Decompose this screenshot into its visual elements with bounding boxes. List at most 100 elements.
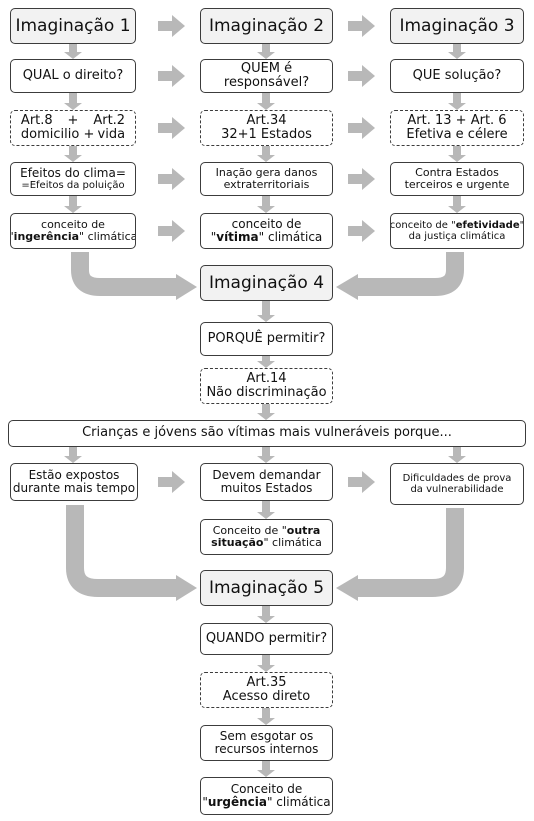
art13-art6-box: Art. 13 + Art. 6 Efetiva e célere <box>390 110 524 146</box>
flow-right-to-im4 <box>356 252 464 296</box>
conceito-ingerencia-box: conceito de "ingerência" climática <box>10 213 136 249</box>
arrow-down <box>448 146 466 162</box>
outra-situacao-line2: situação" climática <box>211 536 322 549</box>
art35-line1: Art.35 <box>246 674 287 690</box>
arrow-right <box>158 220 185 242</box>
arrow-down <box>257 93 275 110</box>
conceito-ingerencia-line1: conceito de <box>41 217 105 231</box>
quem-responsavel-line2: responsável? <box>223 75 310 90</box>
quote-close: " climática <box>258 230 323 244</box>
efetividade-prefix: conceito de " <box>390 220 456 231</box>
arrow-down <box>257 146 275 162</box>
arrow-down <box>257 404 275 420</box>
efeitos-clima-line1: Efeitos do clima= <box>20 165 126 180</box>
quote-open: " <box>202 795 208 809</box>
arrow-right <box>348 471 375 493</box>
quando-permitir-box: QUANDO permitir? <box>200 623 333 655</box>
dificuldades-prova-line1: Dificuldades de prova <box>402 473 512 484</box>
quote-close: " climática <box>266 795 331 809</box>
conceito-ingerencia-line2: "ingerência" climática <box>11 230 136 243</box>
art14-box: Art.14 Não discriminação <box>200 368 333 404</box>
inacao-danos-box: Inação gera danos extraterritoriais <box>200 162 333 196</box>
conceito-efetividade-line1: conceito de "efetividade" <box>390 220 524 231</box>
quote-close: " climática <box>79 230 136 243</box>
arrow-down <box>257 44 275 59</box>
arrow-down <box>257 447 275 463</box>
art8-art2-line2: domicilio + vida <box>20 127 126 142</box>
arrow-right <box>348 220 375 242</box>
imaginacao-2-box: Imaginação 2 <box>200 8 333 44</box>
art14-line2: Não discriminação <box>206 385 327 400</box>
imaginacao-4-box: Imaginação 4 <box>200 265 333 301</box>
que-solucao-box: QUE solução? <box>390 59 524 93</box>
conceito-efetividade-box: conceito de "efetividade" da justiça cli… <box>390 213 524 249</box>
arrow-down <box>64 93 82 110</box>
outra-situacao-line1: Conceito de "outra <box>212 523 321 537</box>
arrow-down <box>448 44 466 59</box>
flow-left-head <box>176 274 197 300</box>
imaginacao-5-box: Imaginação 5 <box>200 570 333 606</box>
art35-box: Art.35 Acesso direto <box>200 672 333 708</box>
arrow-down <box>64 146 82 162</box>
art13-art6-line1: Art. 13 + Art. 6 <box>407 112 507 128</box>
quem-responsavel-box: QUEM é responsável? <box>200 59 333 93</box>
contra-estados-line1: Contra Estados <box>415 165 499 179</box>
arrow-down <box>257 501 275 519</box>
arrow-right <box>348 168 375 190</box>
criancas-banner: Crianças e jóvens são vítimas mais vulne… <box>8 420 526 447</box>
qual-direito-box: QUAL o direito? <box>10 59 136 93</box>
que-solucao-label: QUE solução? <box>412 67 502 83</box>
vida-label: vida <box>97 127 126 142</box>
arrow-down <box>257 708 275 725</box>
conceito-vitima-line2: "vítima" climática <box>210 230 323 244</box>
outra-prefix: Conceito de " <box>212 523 287 537</box>
ingerencia-term: ingerência <box>13 230 80 243</box>
conceito-urgencia-box: Conceito de "urgência" climática <box>200 777 333 815</box>
arrow-right <box>348 15 375 37</box>
flow-left-to-im4 <box>71 252 178 296</box>
art8-art2-box: Art.8 + Art.2 domicilio + vida <box>10 110 136 146</box>
imaginacao-1-label: Imaginação 1 <box>15 15 131 36</box>
quote-open: " <box>11 230 14 243</box>
demandar-estados-line1: Devem demandar <box>212 467 321 482</box>
arrow-right <box>158 117 185 139</box>
imaginacao-4-label: Imaginação 4 <box>208 272 325 293</box>
art35-line2: Acesso direto <box>222 689 311 704</box>
flow-left-head-5 <box>176 575 197 601</box>
flow-right-head-5 <box>336 575 358 601</box>
arrow-right <box>158 65 185 87</box>
arrow-down <box>257 196 275 213</box>
imaginacao-3-label: Imaginação 3 <box>399 15 515 36</box>
conceito-outra-situacao-box: Conceito de "outra situação" climática <box>200 519 333 555</box>
arrow-down <box>64 44 82 59</box>
art8-label: Art.8 <box>20 112 53 128</box>
domicilio-label: domicilio + <box>20 127 95 142</box>
demandar-estados-box: Devem demandar muitos Estados <box>200 463 333 501</box>
porque-permitir-box: PORQUÊ permitir? <box>200 322 333 356</box>
arrow-right <box>158 471 185 493</box>
arrow-down <box>64 447 82 463</box>
imaginacao-2-label: Imaginação 2 <box>208 15 325 36</box>
arrow-right <box>158 168 185 190</box>
arrow-right <box>348 65 375 87</box>
conceito-efetividade-line2: da justiça climática <box>408 231 506 242</box>
quando-permitir-label: QUANDO permitir? <box>205 630 328 646</box>
expostos-box: Estão expostos durante mais tempo <box>10 463 138 501</box>
qual-direito-label: QUAL o direito? <box>22 67 124 83</box>
art14-line1: Art.14 <box>246 370 287 386</box>
arrow-down <box>257 655 275 672</box>
efeitos-clima-line2: =Efeitos da poluição <box>21 180 125 192</box>
art34-box: Art.34 32+1 Estados <box>200 110 333 146</box>
quote-close: " <box>519 220 524 231</box>
quote-open: " <box>210 230 217 244</box>
dificuldades-prova-box: Dificuldades de prova da vulnerabilidade <box>390 463 524 505</box>
demandar-estados-line2: muitos Estados <box>220 481 313 495</box>
conceito-vitima-box: conceito de "vítima" climática <box>200 213 333 249</box>
situacao-term: situação <box>211 536 264 549</box>
arrow-right <box>348 117 375 139</box>
arrow-down <box>448 447 466 463</box>
arrow-right <box>158 15 185 37</box>
conceito-urgencia-line2: "urgência" climática <box>202 795 331 809</box>
vitima-term: vítima <box>216 230 259 244</box>
